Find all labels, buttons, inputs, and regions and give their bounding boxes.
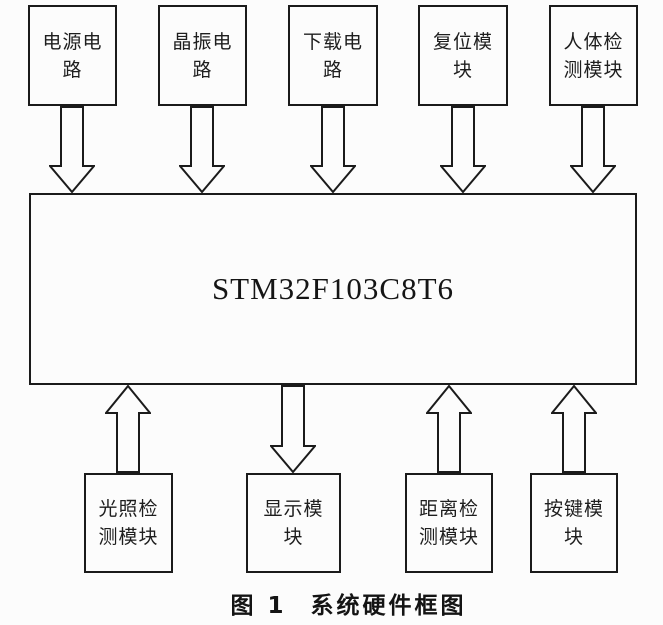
arrow-down-icon — [440, 106, 486, 193]
figure-caption-title: 系统硬件框图 — [310, 593, 467, 619]
module-label-line: 测模块 — [563, 58, 624, 81]
module-label-line: 路 — [62, 58, 83, 81]
module-label-line: 电源电 — [42, 30, 103, 53]
module-label-line: 晶振电 — [172, 30, 233, 53]
module-download-circuit: 下载电 路 — [288, 5, 378, 106]
arrow-down-icon — [270, 385, 316, 473]
figure-caption: 图 1 系统硬件框图 — [17, 586, 663, 620]
module-label-line: 按键模 — [543, 498, 604, 520]
module-key: 按键模 块 — [530, 473, 618, 573]
arrow-down-icon — [310, 106, 356, 193]
module-crystal-oscillator-circuit: 晶振电 路 — [158, 5, 247, 106]
module-distance-detection: 距离检 测模块 — [405, 473, 493, 573]
arrow-down-icon — [49, 106, 95, 193]
module-label-line: 光照检 — [98, 498, 159, 520]
module-label-line: 距离检 — [418, 498, 479, 520]
module-power-circuit: 电源电 路 — [28, 5, 117, 106]
module-label-line: 块 — [283, 526, 304, 548]
module-label-line: 路 — [192, 58, 213, 81]
module-reset: 复位模 块 — [418, 5, 508, 106]
module-label-line: 路 — [322, 58, 343, 81]
arrow-up-icon — [105, 385, 151, 473]
chip-label: STM32F103C8T6 — [211, 271, 455, 306]
arrow-up-icon — [426, 385, 472, 473]
module-label-line: 测模块 — [98, 526, 159, 548]
module-label-line: 下载电 — [302, 30, 363, 53]
module-label-line: 显示模 — [263, 498, 324, 520]
module-label-line: 块 — [563, 526, 584, 548]
module-light-detection: 光照检 测模块 — [84, 473, 173, 573]
arrow-up-icon — [551, 385, 597, 473]
module-label-line: 复位模 — [432, 30, 493, 53]
module-human-detection: 人体检 测模块 — [549, 5, 638, 106]
module-display: 显示模 块 — [246, 473, 341, 573]
arrow-down-icon — [179, 106, 225, 193]
chip-box: STM32F103C8T6 — [29, 193, 637, 385]
arrow-down-icon — [570, 106, 616, 193]
module-label-line: 人体检 — [563, 30, 624, 53]
module-label-line: 块 — [452, 58, 473, 81]
module-label-line: 测模块 — [418, 526, 479, 548]
figure-caption-number: 图 1 — [230, 593, 287, 619]
